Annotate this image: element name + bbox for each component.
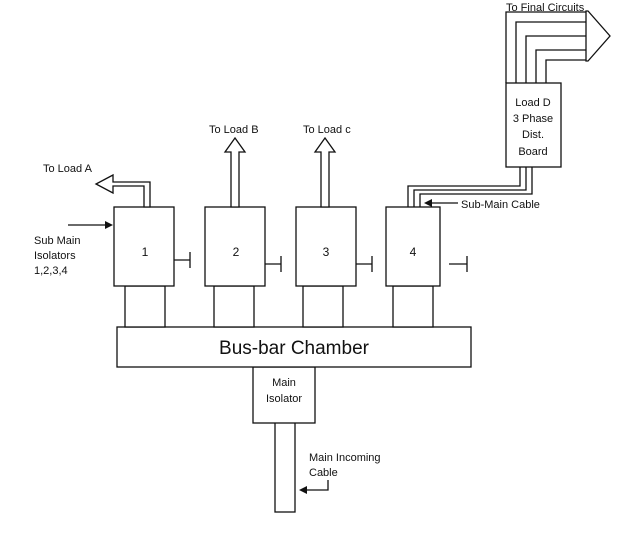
isolators-label-line3: 1,2,3,4 — [34, 265, 68, 277]
to-load-a-label: To Load A — [43, 163, 93, 175]
sub-main-cable — [407, 167, 533, 207]
main-isolator-label-line1: Main — [272, 377, 296, 389]
load-d-distribution-board — [505, 82, 562, 168]
handle-3 — [356, 256, 373, 272]
connector-4 — [392, 285, 434, 328]
load-d-label-line2: 3 Phase — [513, 113, 553, 125]
busbar-chamber-label: Bus-bar Chamber — [219, 338, 370, 359]
to-load-b-label: To Load B — [209, 124, 259, 136]
incoming-cable-pointer — [304, 480, 329, 491]
load-d-label-line3: Dist. — [522, 129, 544, 141]
to-load-c-label: To Load c — [303, 124, 351, 136]
main-isolator-box — [252, 366, 316, 424]
busbar-chamber — [116, 326, 472, 368]
connector-2 — [213, 285, 255, 328]
handle-1 — [174, 252, 191, 268]
handle-2 — [265, 256, 282, 272]
incoming-cable-pointer-head — [299, 486, 307, 494]
sub-main-cable-pointer-head — [424, 199, 432, 207]
load-d-label-line4: Board — [518, 146, 547, 158]
incoming-cable-label-line2: Cable — [309, 467, 338, 479]
feeder-arrow-load-a — [94, 173, 151, 208]
isolator-3-number: 3 — [323, 245, 330, 259]
isolator-handles — [174, 252, 468, 272]
main-isolator-label-line2: Isolator — [266, 393, 302, 405]
isolator-3 — [295, 206, 357, 287]
final-circuits-arrow — [585, 10, 611, 62]
handle-4 — [449, 256, 468, 272]
isolator-4 — [385, 206, 441, 287]
isolator-2 — [204, 206, 266, 287]
sub-main-isolators: 1 2 3 4 — [113, 206, 441, 287]
to-final-circuits-label: To Final Circuits — [506, 2, 585, 14]
busbar-connectors — [124, 285, 434, 328]
connector-3 — [302, 285, 344, 328]
connector-1 — [124, 285, 166, 328]
isolator-2-number: 2 — [233, 245, 240, 259]
isolators-label-line1: Sub Main — [34, 235, 80, 247]
isolators-pointer-head — [105, 221, 113, 229]
feeder-arrow-load-b — [223, 136, 247, 208]
final-circuit-outline — [505, 11, 586, 83]
isolator-1-number: 1 — [142, 245, 149, 259]
main-incoming-cable — [274, 419, 296, 513]
final-circuit-wires — [515, 21, 592, 83]
isolators-label-line2: Isolators — [34, 250, 76, 262]
isolator-4-number: 4 — [410, 245, 417, 259]
feeder-arrow-load-c — [313, 136, 337, 208]
incoming-cable-label-line1: Main Incoming — [309, 452, 381, 464]
sub-main-cable-label: Sub-Main Cable — [461, 199, 540, 211]
load-d-label-line1: Load D — [515, 97, 551, 109]
